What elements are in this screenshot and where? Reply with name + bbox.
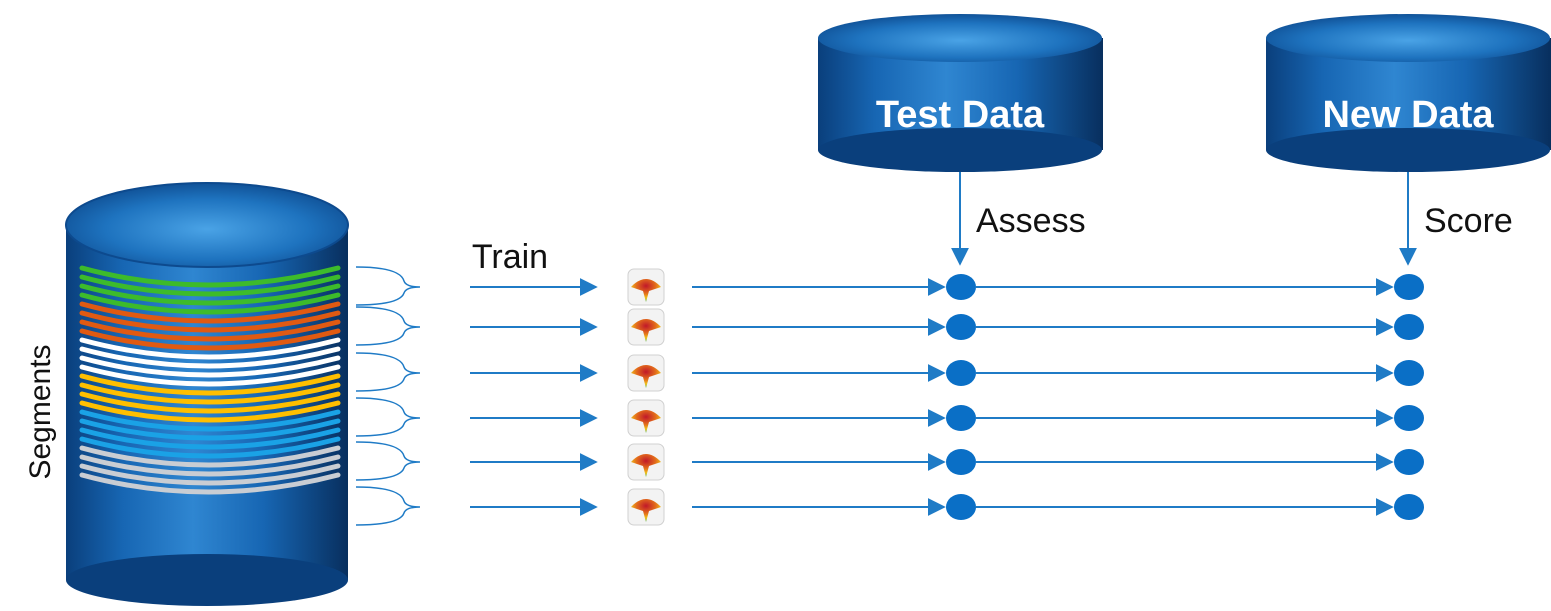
assess-node-icon bbox=[946, 449, 976, 475]
segment-ring bbox=[79, 472, 341, 495]
pipeline-row bbox=[692, 405, 1424, 431]
test-data-bottom bbox=[818, 128, 1102, 172]
segment-ring bbox=[79, 274, 341, 297]
segment-ring bbox=[79, 454, 341, 477]
segment-rings bbox=[79, 265, 341, 495]
segment-brace bbox=[355, 441, 421, 481]
segments-label: Segments bbox=[24, 344, 57, 479]
score-node-icon bbox=[1394, 405, 1424, 431]
score-node-icon bbox=[1394, 274, 1424, 300]
segment-ring bbox=[79, 355, 341, 378]
segment-ring bbox=[79, 427, 341, 450]
pipeline-row bbox=[692, 274, 1424, 300]
test-data-top bbox=[818, 14, 1102, 62]
score-node-icon bbox=[1394, 314, 1424, 340]
pipeline-row bbox=[692, 449, 1424, 475]
score-label: Score bbox=[1424, 202, 1513, 240]
segment-ring bbox=[79, 265, 341, 288]
model-surface-icon bbox=[627, 399, 665, 437]
cylinder-bottom bbox=[66, 554, 348, 606]
segment-ring bbox=[79, 319, 341, 342]
model-surface-icon bbox=[627, 308, 665, 346]
model-surface-icon bbox=[627, 488, 665, 526]
surface-shape bbox=[631, 319, 661, 342]
assess-label: Assess bbox=[976, 202, 1086, 240]
segment-ring bbox=[79, 283, 341, 306]
new-data-title: New Data bbox=[1322, 94, 1494, 136]
segment-ring bbox=[79, 400, 341, 423]
segment-ring bbox=[79, 346, 341, 369]
segment-ring bbox=[79, 310, 341, 333]
new-data-bottom bbox=[1266, 128, 1550, 172]
segment-brace bbox=[355, 352, 421, 392]
pipeline-row bbox=[692, 494, 1424, 520]
segment-ring bbox=[79, 373, 341, 396]
score-node-icon bbox=[1394, 449, 1424, 475]
assess-node-icon bbox=[946, 360, 976, 386]
new-data-cylinder: New Data bbox=[1266, 14, 1551, 172]
segment-ring bbox=[79, 409, 341, 432]
model-surface-icon bbox=[627, 354, 665, 392]
score-node-icon bbox=[1394, 494, 1424, 520]
score-node-icon bbox=[1394, 360, 1424, 386]
cylinder-top bbox=[65, 182, 349, 268]
assess-node-icon bbox=[946, 274, 976, 300]
segment-ring bbox=[79, 364, 341, 387]
model-icons bbox=[627, 268, 665, 526]
segment-ring bbox=[79, 337, 341, 360]
segment-ring bbox=[79, 382, 341, 405]
segment-brace bbox=[355, 397, 421, 437]
assess-node-icon bbox=[946, 405, 976, 431]
pipeline-row bbox=[692, 314, 1424, 340]
segment-ring bbox=[79, 436, 341, 459]
test-data-title: Test Data bbox=[876, 94, 1045, 136]
pipeline-rows bbox=[692, 274, 1424, 520]
train-label: Train bbox=[472, 238, 548, 276]
surface-shape bbox=[631, 454, 661, 477]
surface-shape bbox=[631, 365, 661, 388]
segment-brace bbox=[355, 266, 421, 306]
segment-ring bbox=[79, 292, 341, 315]
segment-ring bbox=[79, 445, 341, 468]
segment-brace bbox=[355, 306, 421, 346]
segment-ring bbox=[79, 391, 341, 414]
assess-node-icon bbox=[946, 494, 976, 520]
surface-shape bbox=[631, 410, 661, 433]
surface-shape bbox=[631, 279, 661, 302]
model-surface-icon bbox=[627, 268, 665, 306]
pipeline-row bbox=[692, 360, 1424, 386]
segment-brace bbox=[355, 486, 421, 526]
model-surface-icon bbox=[627, 443, 665, 481]
segment-ring bbox=[79, 418, 341, 441]
new-data-top bbox=[1266, 14, 1550, 62]
test-data-cylinder: Test Data bbox=[818, 14, 1103, 172]
assess-node-icon bbox=[946, 314, 976, 340]
segment-ring bbox=[79, 301, 341, 324]
segment-ring bbox=[79, 328, 341, 351]
segment-braces bbox=[355, 266, 598, 526]
surface-shape bbox=[631, 499, 661, 522]
segment-ring bbox=[79, 463, 341, 486]
segmented-database-cylinder bbox=[65, 182, 349, 606]
